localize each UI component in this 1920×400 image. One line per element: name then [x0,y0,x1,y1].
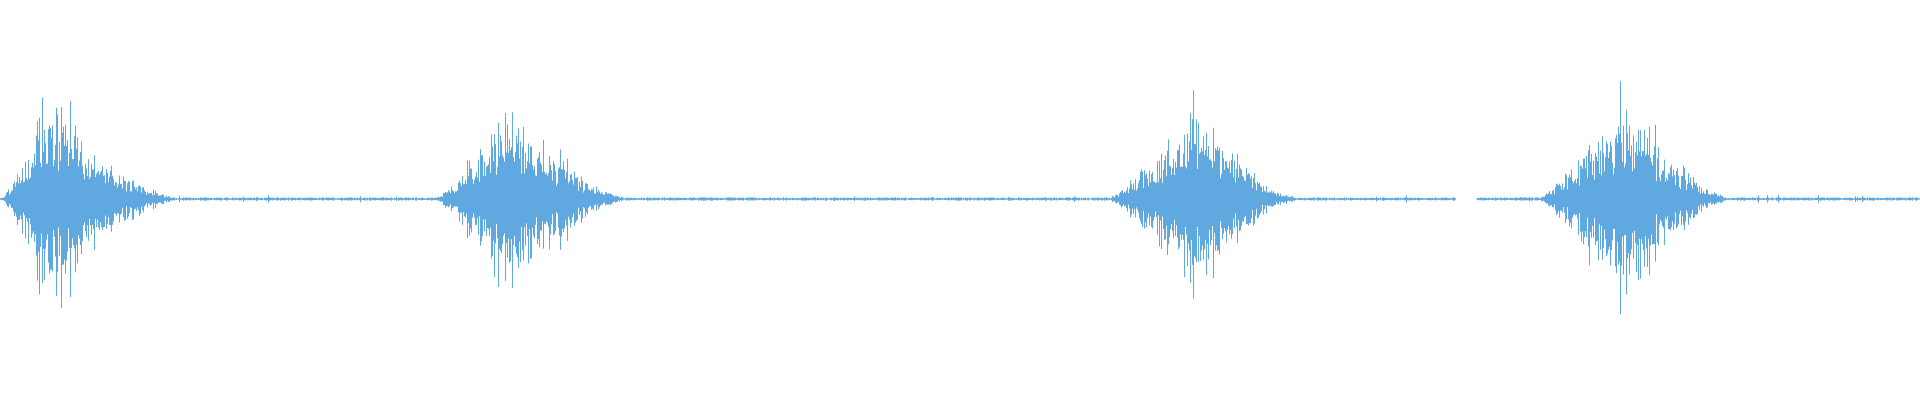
waveform-lines [0,81,1920,315]
